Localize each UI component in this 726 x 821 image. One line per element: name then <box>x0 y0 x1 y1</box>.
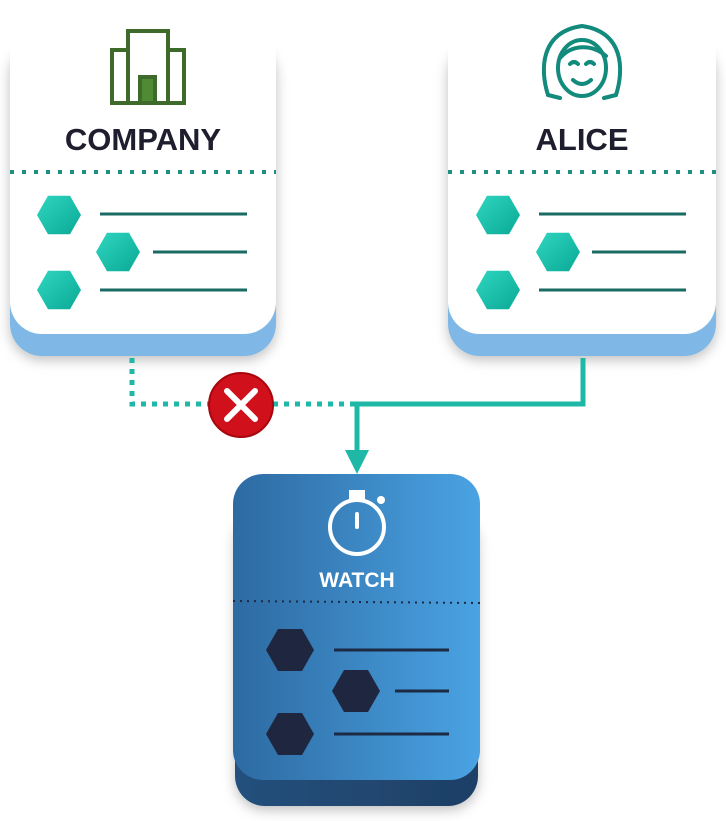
company-label: COMPANY <box>65 122 221 157</box>
watch-label: WATCH <box>319 569 394 592</box>
edge-alice-to-watch <box>345 358 586 474</box>
watch-card[interactable]: WATCH <box>232 474 481 806</box>
alice-card[interactable]: ALICE <box>448 20 716 356</box>
building-icon <box>110 29 186 105</box>
red-x-icon <box>208 372 274 438</box>
watch-list <box>266 629 449 755</box>
edge-company-to-watch <box>129 358 356 407</box>
alice-label: ALICE <box>536 122 629 157</box>
arrow-head-icon <box>345 450 369 474</box>
company-card[interactable]: COMPANY <box>10 20 276 356</box>
company-list <box>37 195 247 310</box>
alice-list <box>476 195 686 310</box>
woman-face-icon <box>541 23 623 100</box>
stopwatch-icon <box>328 490 386 556</box>
